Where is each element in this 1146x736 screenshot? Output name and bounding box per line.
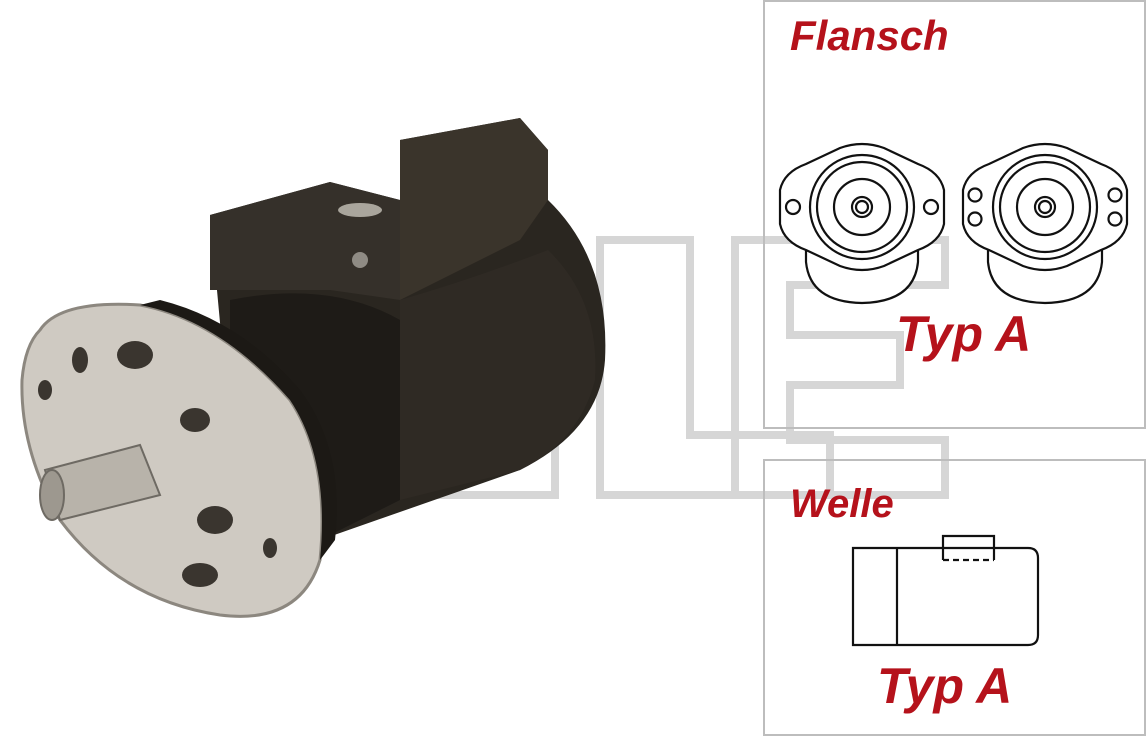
shaft-panel [763, 459, 1146, 736]
motor-photo [20, 118, 606, 618]
flange-title: Flansch [790, 12, 949, 59]
flange-panel [763, 0, 1146, 429]
shaft-title: Welle [790, 482, 894, 526]
shaft-type-label: Typ A [877, 658, 1013, 714]
flange-type-label: Typ A [896, 306, 1032, 362]
